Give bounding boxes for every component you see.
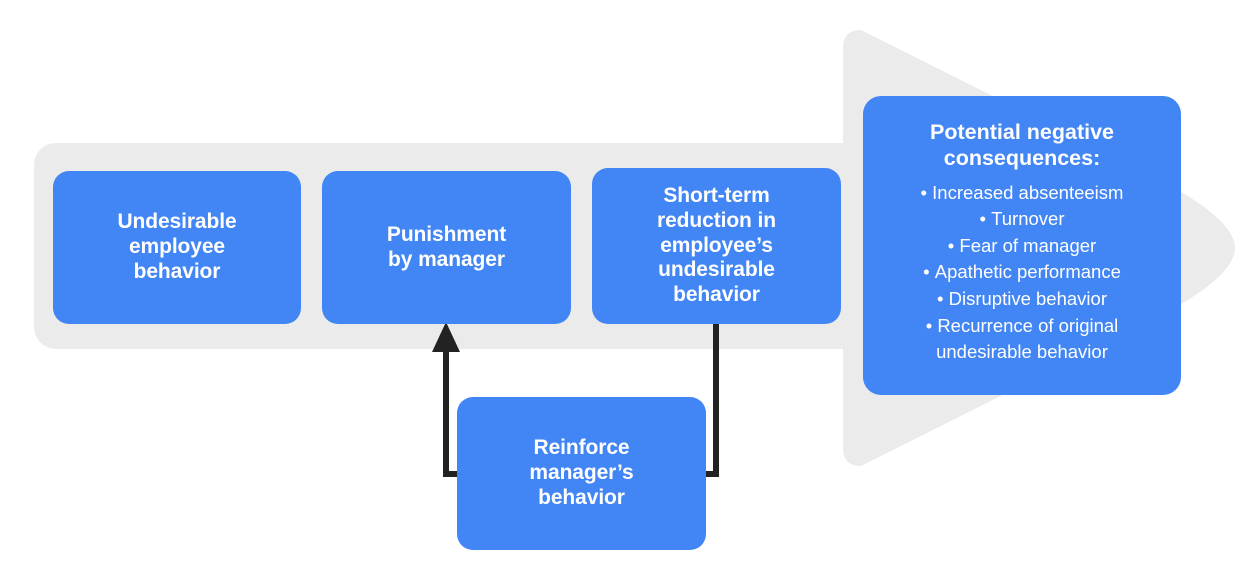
list-item: Increased absenteeism <box>875 180 1169 207</box>
list-item: Apathetic performance <box>875 259 1169 286</box>
node-reinforce-managers-behavior[interactable]: Reinforce manager’s behavior <box>457 397 706 550</box>
node-undesirable-employee-behavior[interactable]: Undesirable employee behavior <box>53 171 301 324</box>
node-punishment-by-manager[interactable]: Punishment by manager <box>322 171 571 324</box>
consequences-title: Potential negative consequences: <box>930 120 1114 170</box>
node-label: Punishment by manager <box>386 222 507 271</box>
node-label: Short-term reduction in employee’s undes… <box>657 184 776 307</box>
list-item: Fear of manager <box>875 233 1169 260</box>
node-label: Undesirable employee behavior <box>117 210 237 283</box>
list-item: Disruptive behavior <box>875 286 1169 313</box>
list-item: Turnover <box>875 206 1169 233</box>
consequences-list: Increased absenteeism Turnover Fear of m… <box>875 180 1169 366</box>
node-label: Reinforce manager’s behavior <box>529 436 634 509</box>
node-potential-negative-consequences[interactable]: Potential negative consequences: Increas… <box>863 96 1181 395</box>
node-short-term-reduction[interactable]: Short-term reduction in employee’s undes… <box>592 168 841 324</box>
list-item: Recurrence of original undesirable behav… <box>875 313 1169 366</box>
